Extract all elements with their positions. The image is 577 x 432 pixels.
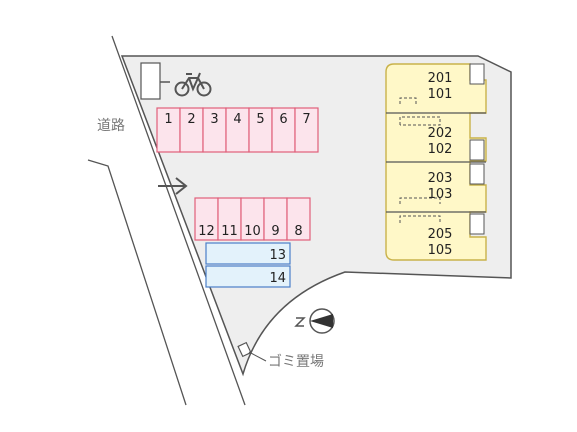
north-compass-icon bbox=[294, 308, 335, 334]
parking-space-number: 13 bbox=[269, 248, 286, 263]
unit-label: 101 bbox=[428, 87, 453, 102]
parking-space-number: 1 bbox=[164, 112, 172, 127]
road-label: 道路 bbox=[97, 118, 125, 134]
balcony-4 bbox=[469, 213, 485, 235]
parking-space: 8 bbox=[286, 197, 311, 241]
parking-space: 14 bbox=[205, 265, 291, 288]
unit-label: 102 bbox=[428, 142, 453, 157]
stair-lines bbox=[399, 97, 441, 223]
parking-space-number: 6 bbox=[279, 112, 287, 127]
parking-space: 10 bbox=[240, 197, 265, 241]
unit-label: 103 bbox=[428, 187, 453, 202]
parking-space-number: 14 bbox=[269, 271, 286, 286]
garbage-area: ゴミ置場 bbox=[237, 341, 324, 370]
garbage-leader-line bbox=[248, 351, 267, 362]
parking-space: 9 bbox=[263, 197, 288, 241]
parking-space: 3 bbox=[202, 107, 227, 153]
parking-space-number: 3 bbox=[210, 112, 218, 127]
parking-space: 13 bbox=[205, 242, 291, 265]
unit-label: 203 bbox=[428, 171, 453, 186]
apartment-building: 201 101 202 102 203 103 205 105 bbox=[385, 63, 487, 261]
balcony-2 bbox=[469, 139, 485, 161]
parking-space-number: 4 bbox=[233, 112, 241, 127]
parking-space-number: 2 bbox=[187, 112, 195, 127]
parking-space-number: 5 bbox=[256, 112, 264, 127]
unit-label: 105 bbox=[428, 243, 453, 258]
parking-space: 2 bbox=[179, 107, 204, 153]
parking-blue-rows: 13 14 bbox=[205, 242, 291, 288]
parking-space: 4 bbox=[225, 107, 250, 153]
parking-middle-row: 12 11 10 9 8 bbox=[194, 197, 311, 241]
parking-space-number: 11 bbox=[221, 224, 238, 239]
parking-space: 7 bbox=[294, 107, 319, 153]
arrow-right-icon bbox=[158, 177, 188, 195]
unit-label: 205 bbox=[428, 227, 453, 242]
parking-space-number: 12 bbox=[198, 224, 215, 239]
unit-label: 202 bbox=[428, 126, 453, 141]
parking-space: 5 bbox=[248, 107, 273, 153]
road-edge-right bbox=[111, 35, 246, 406]
parking-space: 12 bbox=[194, 197, 219, 241]
garbage-label: ゴミ置場 bbox=[268, 353, 324, 370]
parking-space-number: 8 bbox=[294, 224, 302, 239]
parking-space: 11 bbox=[217, 197, 242, 241]
garbage-box-icon bbox=[237, 341, 252, 358]
parking-space: 6 bbox=[271, 107, 296, 153]
parking-space-number: 9 bbox=[271, 224, 279, 239]
bicycle-icon bbox=[174, 72, 212, 97]
parking-space: 1 bbox=[156, 107, 181, 153]
road-edge-left bbox=[87, 159, 187, 406]
parking-top-row: 1 2 3 4 5 6 7 bbox=[156, 107, 319, 153]
balcony-3 bbox=[469, 163, 485, 185]
balcony-1 bbox=[469, 63, 485, 85]
bicycle-parking-box bbox=[140, 62, 161, 100]
parking-space-number: 10 bbox=[244, 224, 261, 239]
unit-label: 201 bbox=[428, 71, 453, 86]
parking-space-number: 7 bbox=[302, 112, 310, 127]
